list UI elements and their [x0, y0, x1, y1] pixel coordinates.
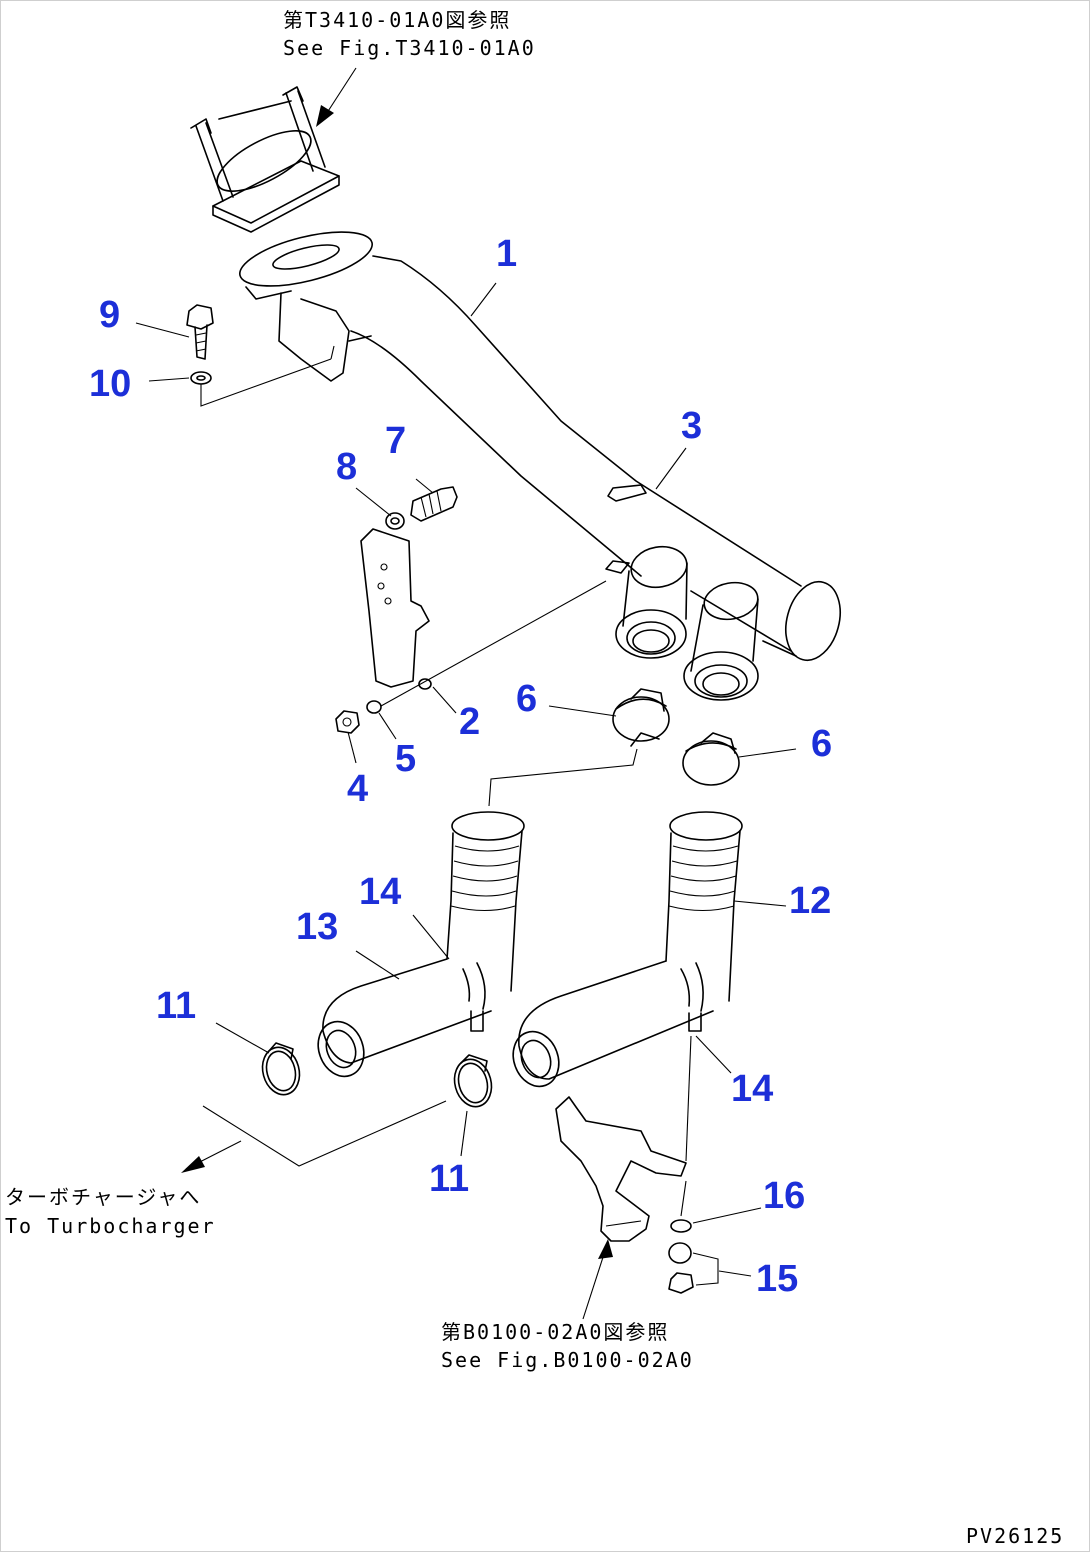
- bolt-path-line: [330, 345, 335, 360]
- bolt-line-16: [680, 1180, 687, 1217]
- nut-4: [335, 710, 360, 734]
- callout-11-left: 11: [156, 985, 196, 1027]
- pipe-outlet-left: [615, 545, 688, 659]
- callout-5: 5: [395, 738, 416, 780]
- bolt-9: [186, 304, 214, 360]
- callout-3: 3: [681, 405, 702, 447]
- callout-4: 4: [347, 768, 368, 810]
- clamp-6-left: [612, 688, 670, 747]
- callout-6-right: 6: [811, 723, 832, 765]
- callout-1: 1: [496, 233, 517, 275]
- turbo-note-ja: ターボチャージャへ: [5, 1185, 201, 1209]
- hose-12: [512, 811, 743, 1088]
- reference-notes: 第T3410-01A0図参照 See Fig.T3410-01A0 ターボチャー…: [5, 8, 1064, 1548]
- drawing-id: PV26125: [966, 1524, 1064, 1548]
- callout-15: 15: [756, 1258, 798, 1300]
- bottom-reference-ja: 第B0100-02A0図参照: [441, 1320, 669, 1344]
- top-reference-en: See Fig.T3410-01A0: [283, 36, 536, 60]
- bottom-reference-en: See Fig.B0100-02A0: [441, 1348, 694, 1372]
- callout-8: 8: [336, 446, 357, 488]
- callout-14-upper: 14: [359, 871, 401, 913]
- pipe-bracket-tab: [607, 484, 647, 502]
- lower-ref-arrow-shaft: [582, 1250, 606, 1320]
- turbo-arrow-head: [181, 1156, 205, 1173]
- callout-10: 10: [89, 363, 131, 405]
- bolt-line-14: [685, 1035, 692, 1162]
- main-air-pipe: [239, 231, 841, 662]
- washer-16: [670, 1219, 692, 1233]
- bolt-7: [410, 486, 458, 522]
- hose-13: [317, 811, 525, 1078]
- clamp-6-right: [682, 732, 740, 786]
- callout-2: 2: [459, 701, 480, 743]
- upper-flange-assembly: [190, 86, 340, 233]
- nut-8: [385, 512, 405, 530]
- bolt-path-line: [200, 358, 332, 407]
- turbo-connection-line: [202, 1100, 447, 1167]
- leader-lines: [135, 282, 797, 1277]
- lower-ref-arrow-head: [598, 1239, 613, 1259]
- lower-bracket: [555, 1096, 687, 1242]
- bracket-2: [360, 528, 430, 688]
- bracket-15: [692, 1252, 719, 1286]
- washer-5: [366, 700, 382, 714]
- hose-clamp-11-right: [453, 1054, 493, 1108]
- top-reference-ja: 第T3410-01A0図参照: [283, 8, 511, 32]
- callout-16: 16: [763, 1175, 805, 1217]
- upper-ref-arrow-head: [316, 105, 334, 127]
- callout-14-lower: 14: [731, 1068, 773, 1110]
- callout-11-right: 11: [429, 1158, 469, 1200]
- callout-7: 7: [385, 420, 406, 462]
- pin-2: [418, 678, 432, 690]
- callout-13: 13: [296, 906, 338, 948]
- clamp-link-line: [488, 748, 638, 807]
- pipe-outlet-right: [683, 581, 759, 701]
- callout-12: 12: [789, 880, 831, 922]
- hose-clamp-11-left: [261, 1042, 301, 1096]
- turbo-note-en: To Turbocharger: [5, 1214, 216, 1238]
- callout-9: 9: [99, 294, 120, 336]
- nut-15: [668, 1242, 694, 1294]
- callout-numbers: 1 2 3 4 5 6 6 7 8 9 10 11 11 12 13 14 14…: [89, 233, 832, 1300]
- washer-10: [190, 371, 212, 385]
- callout-6-left: 6: [516, 678, 537, 720]
- pipe-mount-boss: [605, 560, 630, 574]
